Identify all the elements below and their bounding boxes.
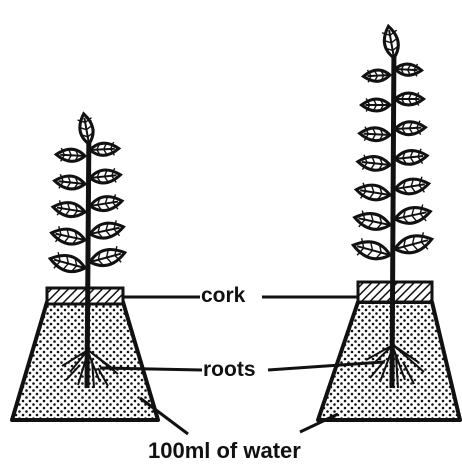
right-flask (318, 282, 460, 420)
roots-leader-left (100, 368, 202, 370)
right-leaf-left-6 (362, 98, 391, 111)
right-flask-water (318, 302, 460, 420)
water-label: 100ml of water (148, 440, 301, 462)
left-leaf-right-1 (88, 245, 127, 270)
cork-label: cork (201, 285, 245, 306)
left-leaf-right-3 (89, 194, 123, 214)
left-leaf-left-4 (54, 174, 86, 191)
right-leaf-right-1 (393, 231, 434, 258)
roots-label: roots (203, 359, 256, 380)
left-leaf-right-5 (90, 142, 119, 157)
right-leaf-left-1 (351, 237, 392, 264)
right-leaf-left-4 (357, 154, 391, 172)
left-stem (87, 120, 89, 388)
right-leaf-left-5 (359, 126, 390, 142)
right-leaf-left-3 (355, 182, 391, 203)
left-leaf-top (77, 113, 96, 146)
right-leaf-right-6 (395, 92, 424, 105)
right-leaf-right-5 (395, 120, 426, 136)
left-leaf-right-2 (88, 219, 125, 242)
left-cork (47, 288, 123, 304)
left-leaf-left-3 (52, 200, 86, 220)
right-leaf-right-4 (394, 148, 428, 166)
left-leaf-left-2 (50, 225, 87, 248)
left-leaf-left-1 (48, 251, 87, 276)
right-leaf-left-7 (363, 69, 390, 83)
left-leaf-left-5 (56, 148, 85, 163)
right-leaf-top (381, 25, 401, 59)
right-leaf-left-2 (353, 209, 392, 233)
right-leaf-right-3 (394, 176, 430, 197)
right-leaf-right-2 (393, 203, 432, 227)
right-leaf-right-7 (395, 63, 422, 77)
right-stem (392, 40, 394, 388)
left-leaf-right-4 (89, 168, 121, 185)
